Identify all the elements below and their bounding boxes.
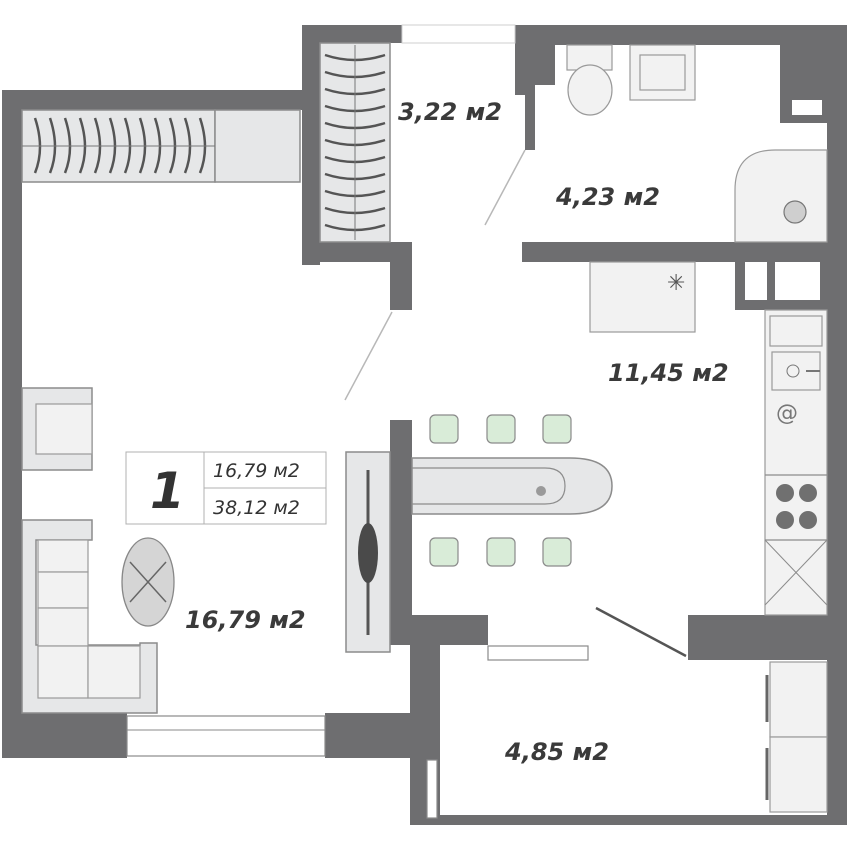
wardrobe-hangers [324,45,386,240]
area-living-room: 16,79 м2 [185,606,306,634]
chair [486,414,516,444]
burner-2 [799,484,817,502]
sofa-cushion [37,645,89,699]
chair [542,414,572,444]
windows [126,645,589,819]
tv-screen [358,523,378,583]
closet-living [21,109,301,183]
wall-wardrobe-top [302,25,402,43]
wall-wardrobe-left [302,25,320,265]
balcony-cabinet [769,736,828,813]
closet-shelf [214,109,301,183]
bathroom-fixtures [566,44,828,243]
wall-center [390,420,412,645]
burner-1 [776,484,794,502]
burner-3 [776,511,794,529]
spiral-icon: @ [776,401,798,426]
dishwasher-x2 [764,539,828,606]
wall-kitchen-bottom [688,615,847,660]
counter-cabinet [769,315,823,347]
fridge [589,261,696,333]
balcony-cabinet [769,661,828,738]
sofa-cushion [37,607,89,647]
wall-bath-bottom [522,242,847,262]
door-wardrobe [344,311,393,401]
living-area: 16,79 м2 [213,460,300,482]
toilet-bowl [567,64,613,116]
chair [429,414,459,444]
door-bath [484,149,526,226]
hangers [22,117,215,174]
wall-top-living [2,90,320,110]
area-bathroom: 4,23 м2 [555,183,660,211]
table-cross [129,561,167,603]
sofa-cushion [37,571,89,609]
room-labels: 3,22 м2 4,23 м2 11,45 м2 16,79 м2 4,85 м… [185,98,729,766]
sink-basin [639,54,686,91]
island-inner [412,467,566,505]
wall-top-right [515,25,847,45]
sofa-cushion [87,645,141,699]
area-balcony: 4,85 м2 [504,738,609,766]
walls [2,25,847,825]
armchair-seat [35,403,93,455]
sink-drain [786,364,800,378]
vent-hole1 [745,262,767,300]
wall-bath-niche [535,40,555,85]
kitchen-island [411,457,613,515]
doors [344,24,687,658]
wall-bottom-mid [325,713,420,758]
wall-bottom-left [2,713,127,758]
wall-bottom-balcony [427,815,847,825]
door-opening-top [401,24,516,44]
total-area: 38,12 м2 [213,497,300,519]
chair [486,537,516,567]
shower-tray [734,149,828,243]
balcony-furniture [765,661,828,813]
window-living [126,715,326,757]
island-sink [536,486,546,496]
wall-left [2,90,22,715]
sofa-cushion [37,539,89,573]
kitchen-fixtures: ✳ @ [411,261,828,616]
snowflake-icon: ✳ [667,271,685,296]
window-balcony [426,759,438,819]
wall-wardrobe-bottom [302,242,412,262]
burner-4 [799,511,817,529]
window-kitchen [487,645,589,661]
door-balcony [595,606,687,658]
rooms-count: 1 [150,462,185,520]
shower-drain [783,200,807,224]
chair [542,537,572,567]
living-furniture [21,387,391,714]
chair [429,537,459,567]
niche-hole [792,45,822,85]
wall-right [827,25,847,820]
info-box: 1 16,79 м2 38,12 м2 [125,451,327,525]
niche-hole2 [792,100,822,115]
closet-wardrobe-room [319,42,391,243]
wall-bath-left-b [525,25,535,150]
area-kitchen: 11,45 м2 [608,359,729,387]
area-wardrobe: 3,22 м2 [398,98,502,126]
vent-hole2 [775,262,820,300]
wall-wardrobe-stub [390,242,412,310]
